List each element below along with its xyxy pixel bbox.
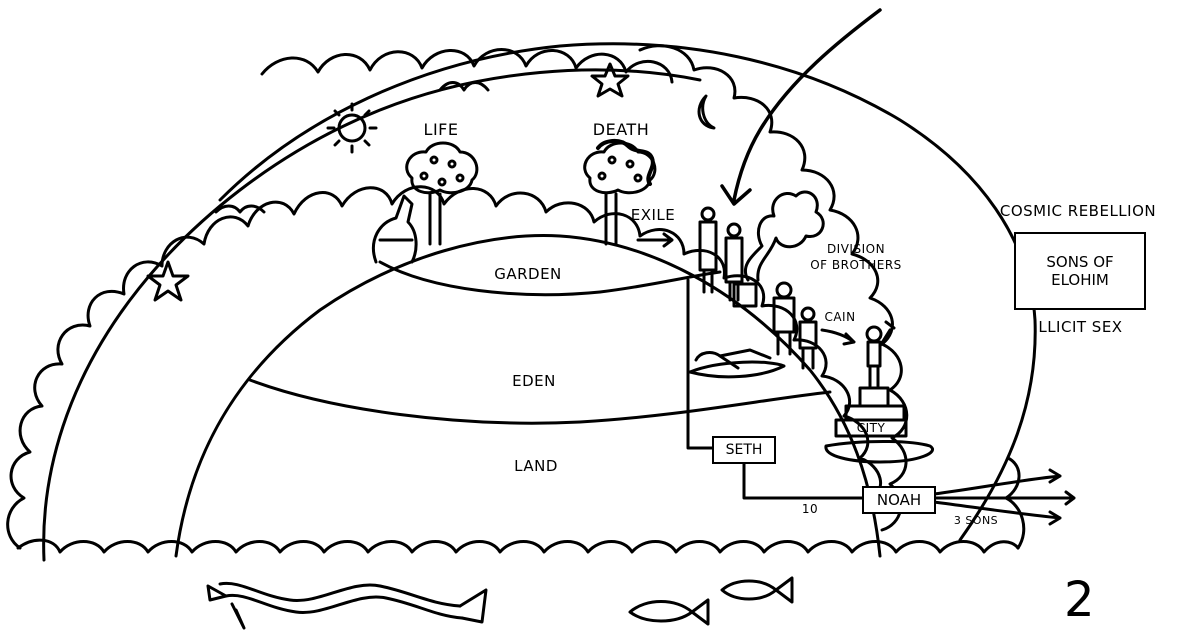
heavens-scallops-top [260, 48, 674, 84]
page-number: 2 [1064, 572, 1096, 628]
right-scallop-edge [1004, 456, 1026, 550]
label-sons-of-elohim-line2: ELOHIM [1051, 271, 1109, 289]
tree-of-life-icon [405, 141, 479, 246]
seth-line [686, 278, 714, 450]
heavens-dome-outline [6, 183, 884, 545]
label-eden: EDEN [512, 372, 556, 390]
adam-eve-figures [698, 206, 744, 302]
waters-scallops [16, 538, 1020, 554]
tree-of-death-icon [583, 141, 657, 246]
arrow-icon [820, 328, 856, 346]
earth-hemisphere [174, 234, 882, 558]
outer-dome [42, 68, 702, 562]
label-seth: SETH [725, 442, 763, 458]
bird-icon [214, 204, 266, 214]
label-cosmic-rebellion: COSMIC REBELLION [999, 202, 1157, 220]
arrow-icon [720, 8, 882, 206]
eden-line [248, 378, 832, 425]
label-three-sons: 3 SONS [953, 514, 999, 527]
label-division-line1: DIVISION [826, 242, 886, 256]
smoke-icon [743, 190, 825, 282]
outer-dome-top [218, 42, 1037, 542]
label-death: DEATH [592, 120, 650, 139]
label-life: LIFE [423, 120, 459, 139]
label-division-line2: OF BROTHERS [810, 258, 902, 272]
seth-to-noah-line [742, 458, 864, 500]
cherub-icon [372, 194, 418, 264]
moon-icon [697, 94, 716, 130]
arrow-icon [636, 232, 674, 248]
dead-body-icon [688, 348, 786, 379]
star-icon [146, 260, 190, 302]
bird-icon [438, 81, 490, 92]
label-exile: EXILE [630, 206, 676, 224]
sea-dragon-icon [206, 581, 488, 630]
city-platform [834, 418, 908, 438]
garden-line [378, 260, 722, 297]
heavens-scallops-right [638, 44, 909, 532]
altar-icon [732, 282, 758, 308]
fish-icon [720, 576, 794, 604]
label-sons-of-elohim-line1: SONS OF [1046, 253, 1114, 271]
brothers-figures [772, 281, 818, 370]
label-ten: 10 [801, 502, 819, 516]
label-city: CITY [856, 421, 886, 435]
label-cain: CAIN [824, 310, 856, 324]
cain-figure [844, 320, 906, 422]
fish-icon [628, 598, 710, 626]
arrow-icon [932, 468, 1076, 526]
sun-icon [326, 102, 378, 154]
label-noah: NOAH [876, 491, 922, 509]
sons-of-elohim-box: SONS OF ELOHIM [1014, 232, 1146, 310]
label-land: LAND [514, 457, 558, 475]
star-icon [590, 62, 630, 98]
seth-box: SETH [712, 436, 776, 464]
city-water [824, 440, 934, 464]
label-illicit-sex: ILLICIT SEX [1033, 318, 1123, 336]
label-garden: GARDEN [494, 265, 562, 283]
heavens-scallops [6, 185, 882, 550]
serpent-icon [596, 139, 655, 186]
noah-box: NOAH [862, 486, 936, 514]
